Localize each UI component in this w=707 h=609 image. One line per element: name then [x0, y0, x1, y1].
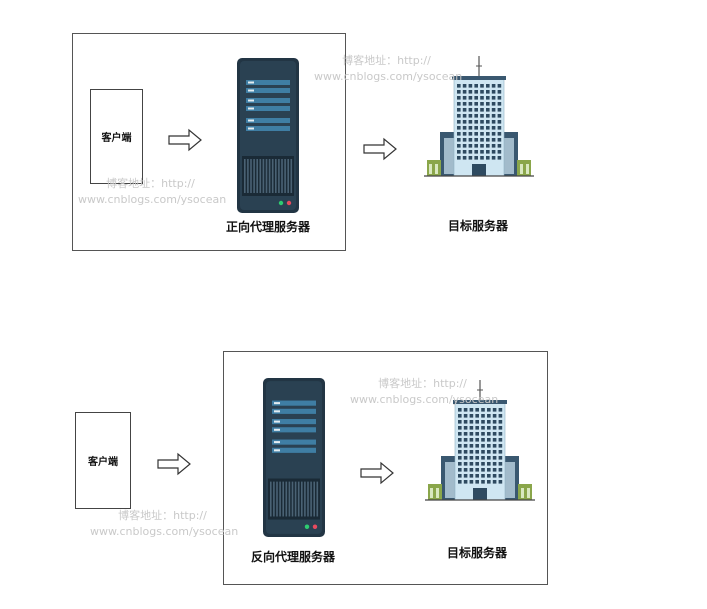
reverse-proxy-frame	[223, 351, 548, 585]
forward-client-box: 客户端	[90, 89, 143, 184]
reverse-client-box: 客户端	[75, 412, 131, 509]
reverse-proxy-label: 反向代理服务器	[251, 550, 336, 564]
forward-client-label: 客户端	[101, 133, 132, 144]
forward-proxy-label: 正向代理服务器	[226, 220, 311, 234]
watermark: 博客地址：http:// www.cnblogs.com/ysocean	[314, 54, 463, 83]
arrow-icon	[360, 461, 394, 485]
arrow-icon	[168, 128, 202, 152]
watermark: 博客地址：http:// www.cnblogs.com/ysocean	[90, 509, 239, 538]
reverse-target-label: 目标服务器	[447, 546, 508, 560]
forward-proxy-frame	[72, 33, 346, 251]
watermark: 博客地址：http:// www.cnblogs.com/ysocean	[350, 377, 499, 406]
forward-proxy-server-icon	[237, 58, 299, 213]
forward-target-label: 目标服务器	[448, 219, 509, 233]
reverse-proxy-server-icon	[263, 378, 325, 537]
watermark: 博客地址：http:// www.cnblogs.com/ysocean	[78, 177, 227, 206]
reverse-client-label: 客户端	[88, 457, 118, 468]
forward-target-building-icon	[424, 56, 534, 177]
arrow-icon	[363, 137, 397, 161]
reverse-target-building-icon	[425, 380, 535, 501]
arrow-icon	[157, 452, 191, 476]
